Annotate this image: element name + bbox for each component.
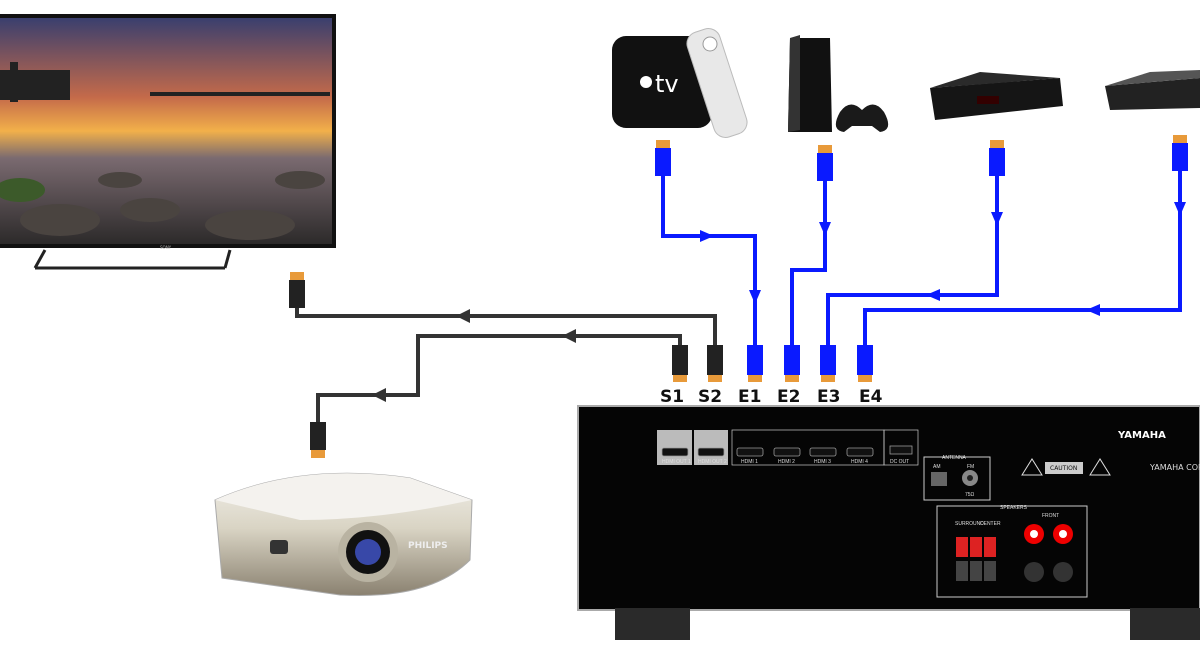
cable-s1: [316, 334, 682, 425]
hdmi-4-label: HDMI 4: [851, 459, 868, 465]
caution-label: CAUTION: [1050, 465, 1077, 472]
output-arrows: [372, 309, 576, 402]
cable-e4: [863, 170, 1182, 345]
antenna-label: ANTENNA: [942, 455, 967, 461]
ohm-label: 75Ω: [965, 492, 975, 498]
warning-icon: [1089, 458, 1111, 476]
input-arrows: [700, 202, 1186, 316]
tv-brand: SONY: [160, 245, 172, 250]
display-connectors: [289, 272, 326, 458]
apple-tv-logo: tv: [655, 70, 679, 98]
label-e3: E3: [817, 387, 840, 407]
input-cables: [661, 170, 1182, 345]
center-label: CENTER: [980, 521, 1001, 527]
antenna-panel: ANTENNA AM FM 75Ω: [923, 455, 991, 501]
arrow-down-icon: [749, 290, 761, 304]
label-e1: E1: [738, 387, 761, 407]
label-s1: S1: [660, 387, 684, 407]
cable-e1: [661, 175, 757, 345]
television: SONY: [0, 14, 336, 270]
arrow-left-icon: [1086, 304, 1100, 316]
arrow-down-icon: [1174, 202, 1186, 216]
cable-s2: [295, 305, 717, 345]
speaker-terminals: SPEAKERS SURROUND CENTER FRONT: [936, 505, 1088, 598]
am-label: AM: [933, 464, 941, 470]
arrow-down-icon: [991, 212, 1003, 226]
label-e2: E2: [777, 387, 800, 407]
arrow-left-icon: [372, 388, 386, 402]
warning-icon: [1021, 458, 1043, 476]
fm-label: FM: [967, 464, 974, 470]
arrow-left-icon: [926, 289, 940, 301]
av-receiver: HDMI OUT 1 HDMI OUT 2 HDMI 1 HDMI 2 HDMI…: [577, 405, 1200, 640]
controller-icon: [835, 104, 889, 132]
dc-out-label: DC OUT: [890, 459, 909, 465]
port-labels: S1 S2 E1 E2 E3 E4: [660, 387, 883, 407]
apple-tv: tv: [612, 28, 748, 138]
hdmi-port-panel: HDMI OUT 1 HDMI OUT 2 HDMI 1 HDMI 2 HDMI…: [657, 429, 919, 466]
arrow-left-icon: [456, 309, 470, 323]
arrow-left-icon: [562, 329, 576, 343]
output-cables: [295, 305, 717, 425]
receiver-corp: YAMAHA CORP: [1149, 463, 1200, 472]
apple-logo-icon: [640, 76, 652, 88]
arrow-down-icon: [819, 222, 831, 236]
hdmi-out-2-label: HDMI OUT 2: [698, 459, 727, 465]
hdmi-1-label: HDMI 1: [741, 459, 758, 465]
speakers-label: SPEAKERS: [1000, 505, 1028, 511]
projector-brand: PHILIPS: [408, 541, 448, 551]
arrow-right-icon: [700, 230, 714, 242]
hdmi-3-label: HDMI 3: [814, 459, 831, 465]
projector: PHILIPS: [214, 472, 473, 597]
receiver-brand: YAMAHA: [1117, 430, 1166, 441]
surround-label: SURROUND: [955, 521, 984, 527]
hdmi-2-label: HDMI 2: [778, 459, 795, 465]
receiver-connectors: [672, 345, 873, 382]
label-e4: E4: [859, 387, 883, 407]
cable-e3: [826, 175, 999, 345]
source-connectors: [655, 135, 1188, 181]
dvd-player: [1105, 70, 1200, 110]
label-s2: S2: [698, 387, 722, 407]
hdmi-out-1-label: HDMI OUT 1: [662, 459, 691, 465]
playstation-console: [788, 35, 889, 132]
cable-e2: [790, 180, 827, 345]
set-top-box: [930, 72, 1063, 120]
front-label: FRONT: [1042, 513, 1059, 519]
